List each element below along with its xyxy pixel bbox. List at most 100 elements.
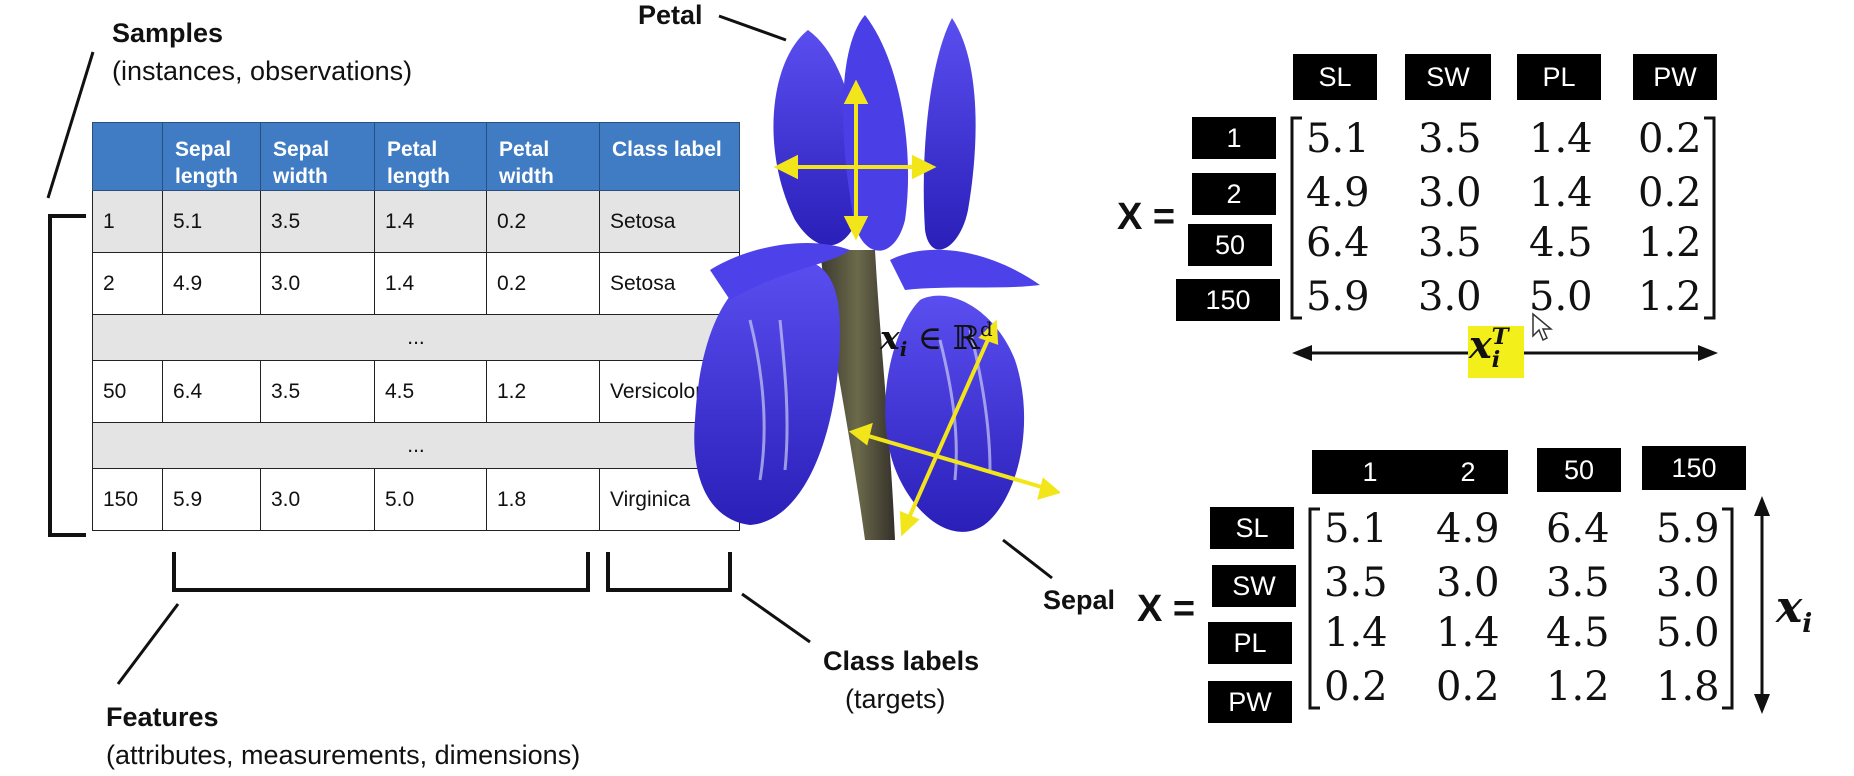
matrix-bottom-cell: 3.5 <box>1546 560 1610 606</box>
matrix-top-col-label: SL <box>1293 54 1377 100</box>
table-cell: 1.8 <box>486 468 600 531</box>
matrix-bottom-row-label: PW <box>1208 681 1292 723</box>
matrix-bottom-cell: 4.9 <box>1436 506 1500 552</box>
matrix-top-cell: 3.0 <box>1418 170 1482 216</box>
matrix-top-col-label: PW <box>1633 54 1717 100</box>
matrix-bottom-cell: 1.4 <box>1436 610 1500 656</box>
matrix-bottom-col-label: 1 <box>1312 450 1428 494</box>
matrix-top-col-label: SW <box>1405 54 1491 100</box>
petal-label: Petal <box>638 0 703 30</box>
table-cell: 0.2 <box>486 190 600 253</box>
features-title: Features <box>106 702 219 732</box>
table-row: 1 5.1 3.5 1.4 0.2 Setosa <box>92 190 740 253</box>
table-cell: 3.0 <box>260 468 375 531</box>
table-cell: 3.5 <box>260 190 375 253</box>
iris-flower-image <box>694 15 1060 540</box>
matrix-bottom-col-label: 2 <box>1428 450 1508 494</box>
table-cell: 150 <box>92 468 163 531</box>
matrix-top-row-label: 2 <box>1192 173 1276 215</box>
table-cell: 2 <box>92 252 163 315</box>
matrix-bottom-cell: 4.5 <box>1546 610 1610 656</box>
matrix-bottom-cell: 6.4 <box>1546 506 1610 552</box>
table-cell: 3.0 <box>260 252 375 315</box>
matrix-bottom-row-label: SW <box>1212 565 1296 607</box>
matrix-bottom-cell: 5.0 <box>1656 610 1720 656</box>
matrix-top-cell: 0.2 <box>1638 170 1702 216</box>
table-cell: 4.5 <box>374 360 487 423</box>
matrix-top-cell: 1.4 <box>1529 170 1593 216</box>
matrix-top-x-label: X = <box>1117 196 1176 238</box>
table-cell: 5.0 <box>374 468 487 531</box>
matrix-top-col-label: PL <box>1517 54 1601 100</box>
matrix-bottom-col-label: 150 <box>1642 446 1746 490</box>
samples-subtitle: (instances, observations) <box>112 56 413 86</box>
class-labels-title: Class labels <box>823 646 980 676</box>
matrix-top-cell: 1.2 <box>1638 274 1702 320</box>
matrix-top-cell: 3.0 <box>1418 274 1482 320</box>
class-labels-subtitle: (targets) <box>845 684 946 714</box>
table-cell: 50 <box>92 360 163 423</box>
table-cell: 6.4 <box>162 360 261 423</box>
matrix-bottom-col-label: 50 <box>1537 448 1621 492</box>
ellipsis-cell: ... <box>92 422 740 469</box>
column-vector-label: x i <box>1776 582 1813 639</box>
table-cell: 1.4 <box>374 190 487 253</box>
matrix-top-cell: 5.9 <box>1306 274 1370 320</box>
samples-title: Samples <box>112 18 224 48</box>
table-row: 150 5.9 3.0 5.0 1.8 Virginica <box>92 468 740 531</box>
matrix-top-cell: 1.2 <box>1638 220 1702 266</box>
iris-data-table: Sepal length Sepal width Petal length Pe… <box>92 122 740 531</box>
matrix-bottom-cell: 3.0 <box>1656 560 1720 606</box>
table-cell: 5.9 <box>162 468 261 531</box>
matrix-top-row-label: 50 <box>1188 224 1272 266</box>
matrix-top-cell: 4.5 <box>1529 220 1593 266</box>
matrix-bottom-x-label: X = <box>1137 588 1196 630</box>
table-cell: 0.2 <box>486 252 600 315</box>
matrix-bottom-cell: 3.5 <box>1324 560 1388 606</box>
matrix-bottom-row-label: PL <box>1208 622 1292 664</box>
matrix-bottom-cell: 1.2 <box>1546 664 1610 710</box>
header-cell-sepal-length: Sepal length <box>162 122 261 191</box>
matrix-top-row-label: 150 <box>1176 279 1280 321</box>
table-header-row: Sepal length Sepal width Petal length Pe… <box>92 122 740 191</box>
table-cell: 3.5 <box>260 360 375 423</box>
matrix-bottom-cell: 1.4 <box>1324 610 1388 656</box>
matrix-top-cell: 6.4 <box>1306 220 1370 266</box>
mouse-cursor-icon <box>1532 312 1553 342</box>
header-cell-petal-width: Petal width <box>486 122 600 191</box>
matrix-top-cell: 1.4 <box>1529 116 1593 162</box>
matrix-bottom-cell: 0.2 <box>1436 664 1500 710</box>
table-cell: 1.2 <box>486 360 600 423</box>
table-cell: 5.1 <box>162 190 261 253</box>
header-cell-index <box>92 122 163 191</box>
matrix-top-cell: 5.1 <box>1306 116 1370 162</box>
table-cell: 1.4 <box>374 252 487 315</box>
table-row: 50 6.4 3.5 4.5 1.2 Versicolor <box>92 360 740 423</box>
matrix-top-cell: 0.2 <box>1638 116 1702 162</box>
matrix-top-cell: 4.9 <box>1306 170 1370 216</box>
matrix-bottom-cell: 3.0 <box>1436 560 1500 606</box>
header-cell-sepal-width: Sepal width <box>260 122 375 191</box>
matrix-top-cell: 3.5 <box>1418 116 1482 162</box>
matrix-top-row-label: 1 <box>1192 117 1276 159</box>
table-row: 2 4.9 3.0 1.4 0.2 Setosa <box>92 252 740 315</box>
matrix-bottom-cell: 0.2 <box>1324 664 1388 710</box>
matrix-bottom-cell: 5.1 <box>1324 506 1388 552</box>
table-row-ellipsis: ... <box>92 422 740 469</box>
table-cell: Setosa <box>599 252 740 315</box>
header-cell-class-label: Class label <box>599 122 740 191</box>
matrix-bottom-cell: 5.9 <box>1656 506 1720 552</box>
matrix-top-cell: 5.0 <box>1529 274 1593 320</box>
table-cell: 4.9 <box>162 252 261 315</box>
matrix-top-cell: 3.5 <box>1418 220 1482 266</box>
sepal-label: Sepal <box>1043 585 1116 615</box>
matrix-bottom-cell: 1.8 <box>1656 664 1720 710</box>
features-subtitle: (attributes, measurements, dimensions) <box>106 740 581 770</box>
matrix-bottom-row-label: SL <box>1210 507 1294 549</box>
header-cell-petal-length: Petal length <box>374 122 487 191</box>
